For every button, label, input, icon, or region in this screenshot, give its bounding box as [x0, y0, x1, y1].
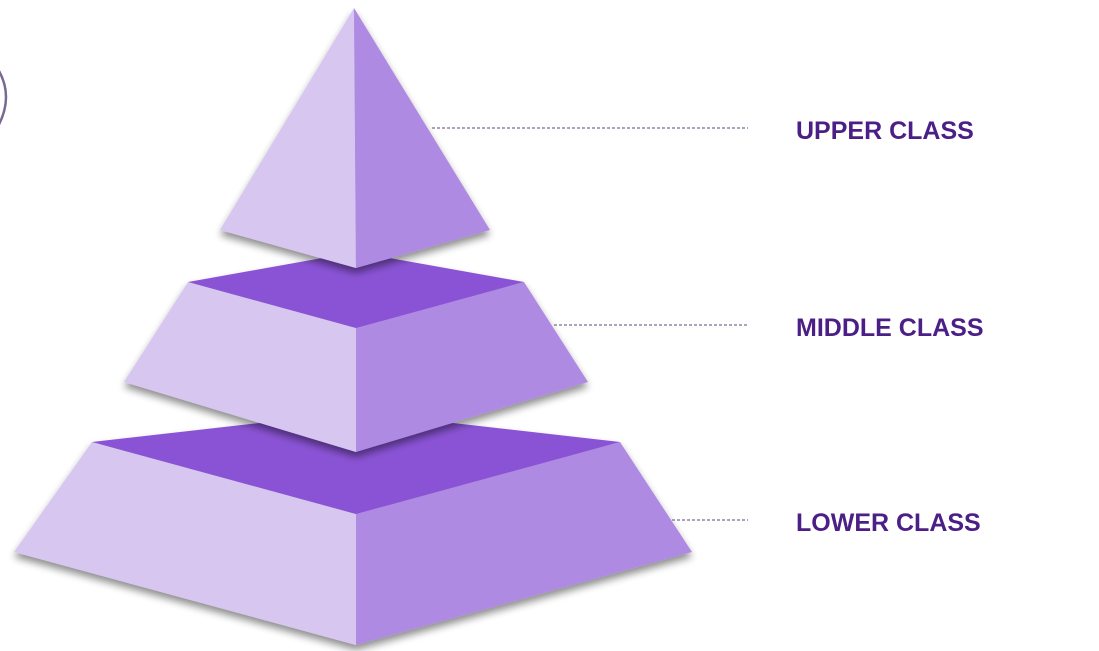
tier-lower-right-face	[356, 442, 692, 645]
tier-middle	[124, 252, 588, 452]
label-lower-class: LOWER CLASS	[796, 509, 981, 537]
tier-upper-right-face	[354, 8, 490, 268]
tier-upper	[220, 8, 490, 268]
label-upper-class: UPPER CLASS	[796, 117, 974, 145]
tier-lower-left-face	[14, 442, 356, 645]
edge-arc	[0, 70, 8, 126]
tier-lower	[14, 412, 692, 645]
tier-middle-right-face	[356, 282, 588, 452]
tier-middle-top-face	[188, 252, 524, 328]
label-middle-class: MIDDLE CLASS	[796, 314, 984, 342]
tier-middle-left-face	[124, 282, 356, 452]
tier-upper-left-face	[220, 8, 356, 268]
tier-lower-top-face	[92, 412, 620, 514]
